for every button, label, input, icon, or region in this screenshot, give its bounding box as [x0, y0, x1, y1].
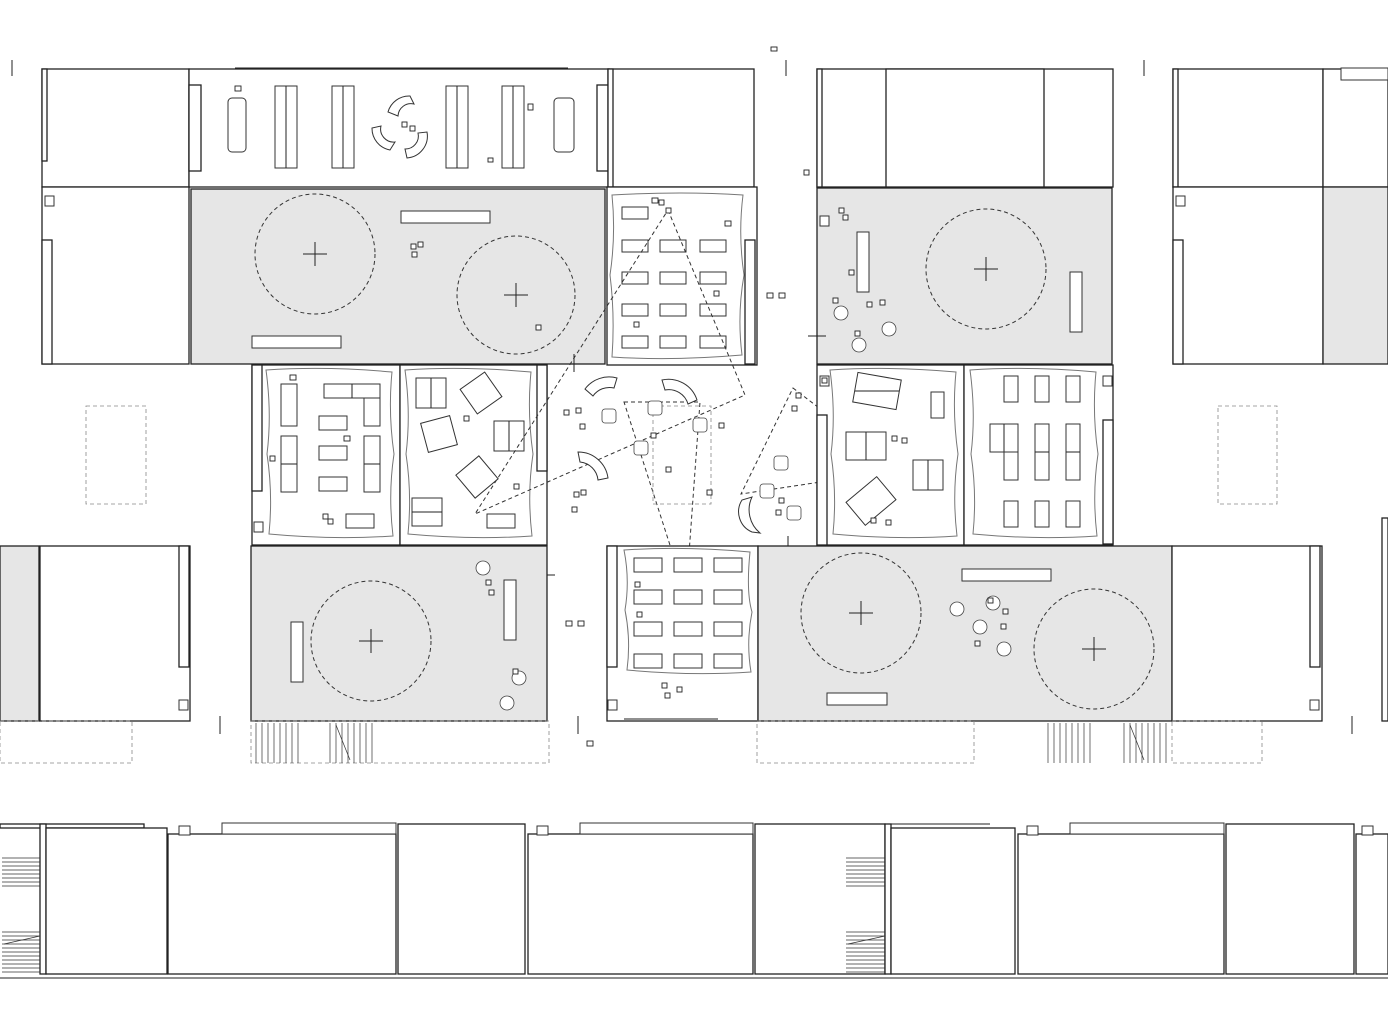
top-desk-row [227, 85, 575, 169]
middle-left-rooms [85, 364, 548, 546]
stair-marks-right [1047, 723, 1167, 763]
top-left-classroom [41, 186, 606, 365]
middle-right-rooms [816, 364, 1278, 546]
lower-center-study-room [606, 545, 759, 722]
people-figures [234, 46, 1009, 747]
top-center-study-room [606, 68, 758, 366]
lower-right-classroom [756, 545, 1173, 764]
lower-far-right-block [1171, 517, 1388, 764]
bottom-row-rooms [0, 822, 1388, 979]
section-marks [11, 60, 1145, 76]
lower-left-classroom [250, 545, 579, 764]
top-left-block [41, 67, 610, 188]
central-hall [473, 208, 902, 596]
bottom-stairs [2, 857, 886, 973]
top-right-block [816, 68, 1114, 365]
top-far-right-block [1172, 67, 1388, 365]
lower-left-block [0, 545, 221, 764]
stair-marks-left [255, 723, 373, 763]
